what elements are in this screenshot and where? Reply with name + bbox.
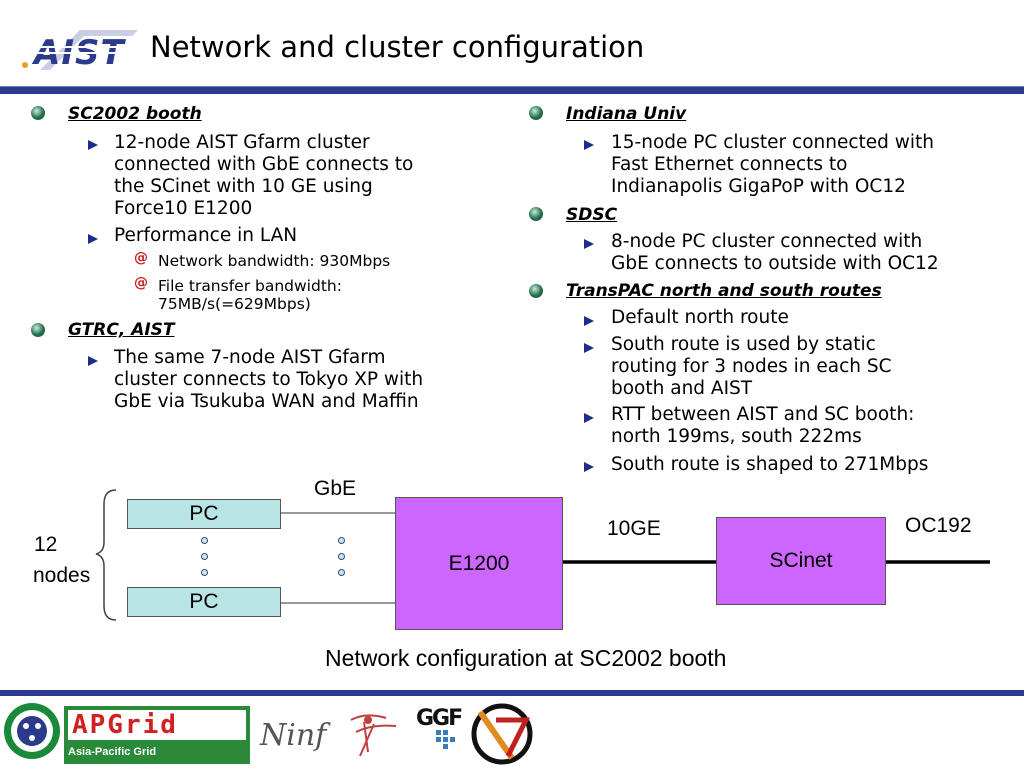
nodes-count-label: 12 <box>34 533 58 556</box>
page-title: Network and cluster configuration <box>150 30 645 64</box>
header-rule <box>0 86 1024 94</box>
arrow-bullet-icon <box>584 239 594 249</box>
text-line: The same 7-node AIST Gfarm <box>114 347 386 368</box>
arrow-bullet-icon <box>88 356 98 366</box>
text-line: connected with GbE connects to <box>114 154 414 175</box>
gbe-label: GbE <box>314 477 357 500</box>
swirl-bullet-icon: @ <box>134 250 148 266</box>
brace-shape <box>95 489 117 621</box>
apgrid-emblem <box>2 700 62 762</box>
text-line: 8-node PC cluster connected with <box>611 231 923 252</box>
ellipsis-dot <box>338 537 345 544</box>
diagram-caption: Network configuration at SC2002 booth <box>325 645 727 671</box>
list-item-north-route: Default north route <box>611 307 789 328</box>
ninf-logo: Ninf <box>256 712 406 762</box>
text-line: 15-node PC cluster connected with <box>611 132 935 153</box>
text-line: South route is used by static <box>611 334 876 355</box>
section-heading-sc2002: SC2002 booth <box>68 104 202 124</box>
bullet-icon <box>528 283 544 303</box>
text-line: GbE via Tsukuba WAN and Maffin <box>114 391 419 412</box>
ellipsis-dot <box>201 553 208 560</box>
list-item-performance: Performance in LAN <box>114 225 298 246</box>
ellipsis-dot <box>338 569 345 576</box>
arrow-bullet-icon <box>584 413 594 423</box>
arrow-bullet-icon <box>88 234 98 244</box>
ellipsis-dot <box>201 569 208 576</box>
swirl-bullet-icon: @ <box>134 275 148 291</box>
text-line: the SCinet with 10 GE using <box>114 176 373 197</box>
arrow-bullet-icon <box>88 140 98 150</box>
list-item-rtt: RTT between AIST and SC booth: north 199… <box>611 404 1011 448</box>
pc-node-bottom: PC <box>127 587 281 617</box>
text-line: RTT between AIST and SC booth: <box>611 404 915 425</box>
section-heading-indiana: Indiana Univ <box>566 104 687 124</box>
nodes-word-label: nodes <box>33 564 91 587</box>
ninf-wordmark: Ninf <box>260 718 327 753</box>
tenge-label: 10GE <box>607 517 661 540</box>
e1200-switch: E1200 <box>395 497 563 630</box>
bullet-icon <box>30 105 46 125</box>
text-line: routing for 3 nodes in each SC <box>611 356 892 377</box>
bullet-icon <box>528 206 544 226</box>
ggf-logo: GGF <box>416 700 536 766</box>
apgrid-wordmark: APGrid <box>72 710 178 740</box>
footer-rule <box>0 690 1024 696</box>
section-heading-sdsc: SDSC <box>566 205 618 225</box>
section-heading-gtrc: GTRC, AIST <box>68 320 175 340</box>
list-item-network-bandwidth: Network bandwidth: 930Mbps <box>158 252 391 270</box>
list-item-south-route: South route is used by static routing fo… <box>611 334 1011 400</box>
text-line: north 199ms, south 222ms <box>611 426 862 447</box>
arrow-bullet-icon <box>584 343 594 353</box>
text-line: 12-node AIST Gfarm cluster <box>114 132 370 153</box>
text-line: GbE connects to outside with OC12 <box>611 253 939 274</box>
arrow-bullet-icon <box>584 462 594 472</box>
oc192-label: OC192 <box>905 514 972 537</box>
list-item-gtrc-cluster: The same 7-node AIST Gfarm cluster conne… <box>114 347 484 413</box>
section-heading-transpac: TransPAC north and south routes <box>566 281 882 301</box>
list-item-sdsc-cluster: 8-node PC cluster connected with GbE con… <box>611 231 1011 275</box>
aist-logo: AIST <box>20 26 142 73</box>
text-line: booth and AIST <box>611 378 753 399</box>
list-item-file-transfer: File transfer bandwidth: 75MB/s(=629Mbps… <box>158 277 342 313</box>
list-item-shaped: South route is shaped to 271Mbps <box>611 454 929 475</box>
apgrid-logo: APGrid Asia-Pacific Grid <box>64 706 250 764</box>
text-line: Force10 E1200 <box>114 198 253 219</box>
arrow-bullet-icon <box>584 316 594 326</box>
ellipsis-dot <box>201 537 208 544</box>
bullet-icon <box>30 322 46 342</box>
pc-node-top: PC <box>127 499 281 529</box>
text-line: File transfer bandwidth: <box>158 277 342 295</box>
text-line: 75MB/s(=629Mbps) <box>158 295 311 313</box>
list-item-sc2002-cluster: 12-node AIST Gfarm cluster connected wit… <box>114 132 474 220</box>
bullet-icon <box>528 105 544 125</box>
ellipsis-dot <box>338 553 345 560</box>
scinet-box: SCinet <box>716 517 886 605</box>
text-line: Fast Ethernet connects to <box>611 154 848 175</box>
list-item-indiana-cluster: 15-node PC cluster connected with Fast E… <box>611 132 1011 198</box>
ggf-wordmark: GGF <box>416 706 463 731</box>
apgrid-subtitle: Asia-Pacific Grid <box>68 746 157 758</box>
arrow-bullet-icon <box>584 140 594 150</box>
text-line: Indianapolis GigaPoP with OC12 <box>611 176 906 197</box>
text-line: cluster connects to Tokyo XP with <box>114 369 424 390</box>
network-diagram <box>95 489 990 621</box>
